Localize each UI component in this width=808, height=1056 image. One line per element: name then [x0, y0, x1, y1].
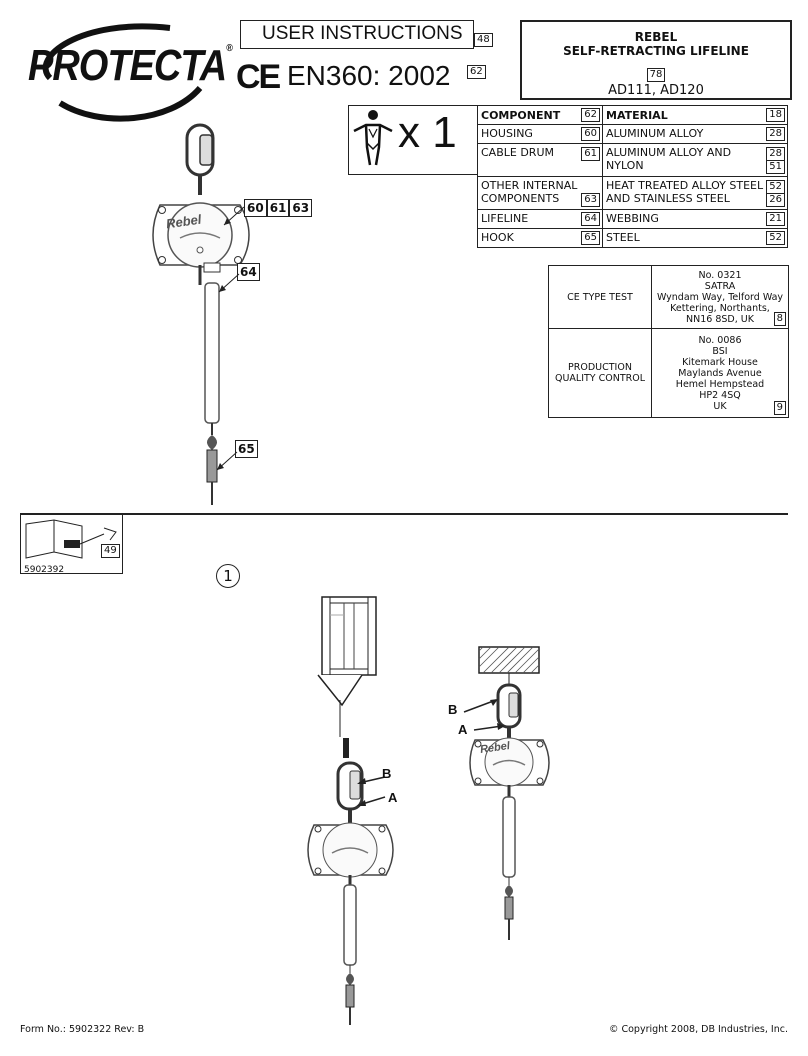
product-name: SELF-RETRACTING LIFELINE — [563, 44, 749, 58]
table-row: HOUSING 60 ALUMINUM ALLOY 28 — [477, 124, 788, 144]
ref-tag: 28 — [766, 147, 785, 161]
ref-tag: 21 — [766, 212, 785, 226]
ref-tag: 65 — [581, 231, 600, 245]
logo-text: PROTECTA — [28, 42, 227, 91]
product-brand: REBEL — [634, 30, 678, 44]
callout-housing: 60 — [244, 199, 267, 217]
pointer-arrow-b-right — [463, 699, 498, 713]
ref-tag: 26 — [766, 193, 785, 207]
address-line: UK — [713, 400, 727, 412]
component-cell: CABLE DRUM — [481, 146, 554, 159]
address-line: No. 0086 — [698, 334, 742, 346]
standard: EN360: 2002 — [287, 60, 451, 91]
callout-leader-hook — [216, 451, 238, 471]
section-divider — [20, 513, 788, 515]
logo: PROTECTA® — [28, 42, 233, 91]
ref-tag: 61 — [581, 147, 600, 161]
ref-tag: 9 — [773, 401, 786, 415]
callout-drum: 61 — [266, 199, 290, 217]
callout-lifeline: 64 — [237, 263, 260, 281]
ref-tag: 52 — [766, 231, 785, 245]
title-ref: 48 — [474, 33, 493, 47]
figure-number: 1 — [216, 564, 240, 588]
label-a-right: A — [458, 722, 468, 737]
document-title: USER INSTRUCTIONS — [262, 23, 463, 44]
quality-control-label: PRODUCTION QUALITY CONTROL — [548, 328, 652, 418]
address-line: Kettering, Northants, — [670, 302, 770, 314]
label-b-right: B — [448, 702, 458, 717]
address-line: Kitemark House — [682, 356, 758, 368]
materials-table: COMPONENT 62 MATERIAL 18 HOUSING 60 ALUMINU… — [477, 105, 788, 248]
product-box: REBEL SELF-RETRACTING LIFELINE 78 AD111,… — [520, 20, 792, 100]
pointer-arrow-a-left — [357, 796, 386, 806]
table-row: PRODUCTION QUALITY CONTROL No. 0086 BSI … — [548, 328, 789, 418]
figure-beam-installation — [307, 596, 394, 1025]
pointer-arrow-b-left — [357, 776, 386, 784]
ref-tag: 18 — [766, 108, 785, 122]
product-ref: 78 — [646, 68, 666, 82]
label-b-left: B — [382, 766, 392, 781]
material-cell: ALUMINUM ALLOY — [606, 127, 704, 140]
address-line: Hemel Hempstead — [675, 378, 765, 390]
ref-tag: 62 — [581, 108, 600, 122]
manual-book-icon — [25, 519, 117, 559]
address-line: Wyndam Way, Telford Way — [656, 291, 784, 303]
callout-hook: 65 — [235, 440, 258, 458]
table-row: HOOK 65 STEEL 52 — [477, 228, 788, 248]
address-line: SATRA — [704, 280, 736, 292]
address-line: Maylands Avenue — [678, 367, 762, 379]
component-cell: HOUSING — [481, 127, 533, 140]
component-cell: HOOK — [481, 231, 514, 244]
address-line: HP2 4SQ — [699, 389, 741, 401]
ref-tag: 28 — [766, 127, 785, 141]
registered-mark: ® — [226, 42, 233, 54]
ref-tag: 63 — [581, 193, 600, 207]
document-reference-box — [20, 513, 123, 574]
ce-mark: CE — [236, 58, 281, 96]
callout-leader-lifeline — [218, 273, 240, 293]
standard-ref: 62 — [467, 65, 486, 79]
ce-type-test-label: CE TYPE TEST — [548, 265, 652, 329]
table-row: LIFELINE 64 WEBBING 21 — [477, 209, 788, 229]
copyright: © Copyright 2008, DB Industries, Inc. — [608, 1024, 788, 1035]
material-cell: HEAT TREATED ALLOY STEEL AND STAINLESS S… — [606, 179, 764, 205]
product-models: AD111, AD120 — [608, 83, 704, 98]
title-box — [240, 20, 474, 49]
material-cell: ALUMINUM ALLOY AND NYLON — [606, 146, 732, 172]
capacity-multiplier: x 1 — [398, 108, 457, 157]
material-cell: STEEL — [606, 231, 640, 244]
material-cell: WEBBING — [606, 212, 659, 225]
ref-tag: 60 — [581, 127, 600, 141]
address-line: No. 0321 — [698, 269, 742, 281]
logo-swoosh — [42, 23, 203, 122]
person-icon — [353, 110, 393, 166]
doc-ref: 49 — [101, 544, 120, 558]
header-component: COMPONENT — [481, 108, 561, 122]
address-line: BSI — [712, 345, 728, 357]
label-a-left: A — [388, 790, 398, 805]
table-header-row: COMPONENT 62 MATERIAL 18 — [477, 105, 788, 125]
srl-device-illustration — [152, 123, 250, 505]
pointer-arrow-a-right — [473, 723, 505, 731]
ce-table: CE TYPE TEST No. 0321 SATRA Wyndam Way, … — [548, 265, 789, 418]
component-cell: LIFELINE — [481, 212, 529, 225]
ref-tag: 8 — [773, 312, 786, 326]
ref-tag: 51 — [766, 160, 785, 174]
component-cell: OTHER INTERNAL COMPONENTS — [481, 179, 578, 205]
callout-leader-housing — [223, 206, 245, 226]
figure-ceiling-installation — [469, 646, 550, 940]
ref-tag: 64 — [581, 212, 600, 226]
table-row: CE TYPE TEST No. 0321 SATRA Wyndam Way, … — [548, 265, 789, 329]
address-line: NN16 8SD, UK — [686, 313, 754, 325]
form-number: Form No.: 5902322 Rev: B — [20, 1024, 145, 1035]
header-material: MATERIAL — [606, 108, 668, 122]
callout-internal: 63 — [289, 199, 313, 217]
doc-number: 5902392 — [24, 565, 65, 575]
ref-tag: 52 — [766, 180, 785, 194]
